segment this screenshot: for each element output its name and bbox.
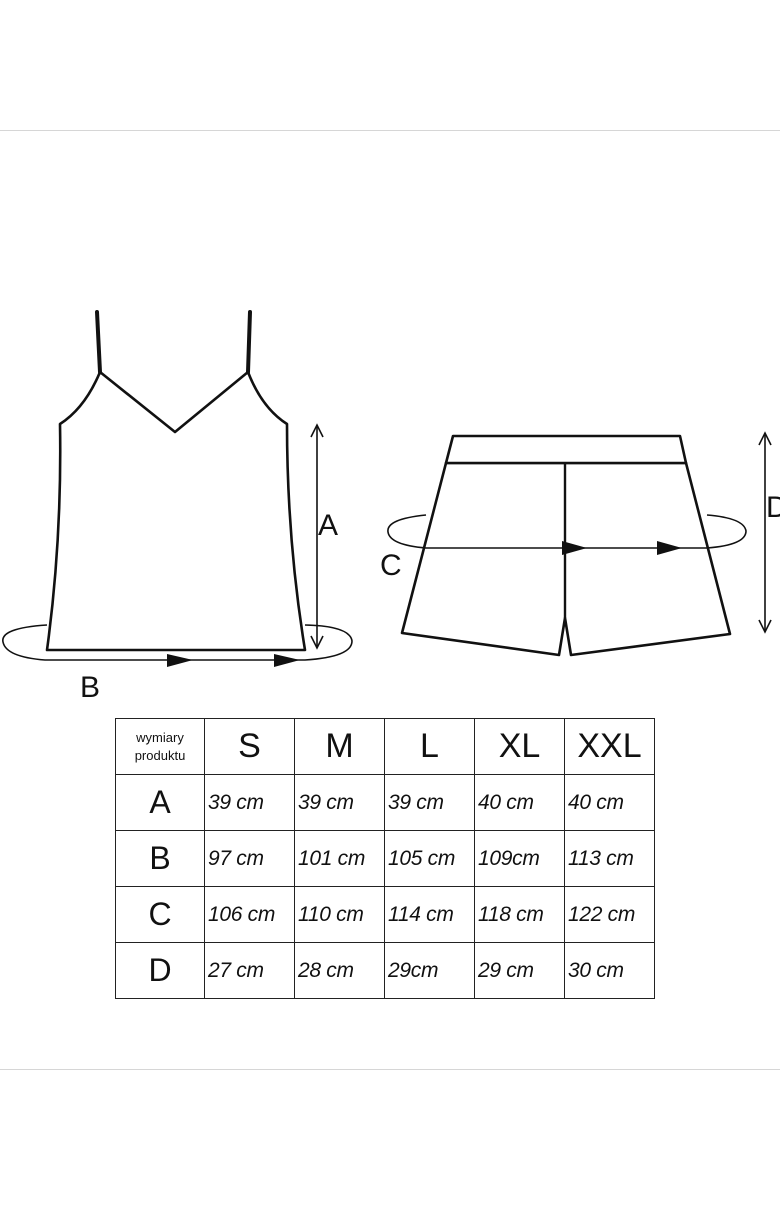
- table-header-row: wymiary produktu S M L XL XXL: [115, 718, 655, 775]
- shorts: [400, 434, 732, 657]
- label-c: C: [380, 549, 402, 582]
- b-arrow-head-1: [167, 654, 193, 667]
- value-cell: 97 cm: [204, 830, 295, 887]
- value-cell: 40 cm: [564, 774, 655, 831]
- size-header-s: S: [204, 718, 295, 775]
- value-cell: 110 cm: [294, 886, 385, 943]
- value-cell: 109cm: [474, 830, 565, 887]
- size-header-m: M: [294, 718, 385, 775]
- camisole-body-outline: [45, 370, 307, 652]
- table-row: A 39 cm 39 cm 39 cm 40 cm 40 cm: [115, 774, 655, 831]
- row-label-c: C: [115, 886, 205, 943]
- size-header-xl: XL: [474, 718, 565, 775]
- value-cell: 40 cm: [474, 774, 565, 831]
- label-d: D: [766, 491, 780, 524]
- value-cell: 106 cm: [204, 886, 295, 943]
- value-cell: 30 cm: [564, 942, 655, 999]
- size-header-xxl: XXL: [564, 718, 655, 775]
- value-cell: 101 cm: [294, 830, 385, 887]
- table-row: C 106 cm 110 cm 114 cm 118 cm 122 cm: [115, 886, 655, 943]
- table-corner-cell: wymiary produktu: [115, 718, 205, 775]
- shorts-waistband: [444, 434, 688, 465]
- value-cell: 114 cm: [384, 886, 475, 943]
- a-measurement-arrow: [310, 423, 324, 650]
- table-row: D 27 cm 28 cm 29cm 29 cm 30 cm: [115, 942, 655, 999]
- value-cell: 27 cm: [204, 942, 295, 999]
- corner-line-2: produktu: [134, 747, 186, 763]
- value-cell: 28 cm: [294, 942, 385, 999]
- camisole-left-strap: [95, 310, 102, 374]
- value-cell: 39 cm: [294, 774, 385, 831]
- b-arrow-head-2: [274, 654, 300, 667]
- value-cell: 118 cm: [474, 886, 565, 943]
- camisole-right-strap: [246, 310, 252, 374]
- row-label-b: B: [115, 830, 205, 887]
- camisole-top: [45, 310, 307, 652]
- c-arrow-head-1: [562, 541, 587, 555]
- d-measurement-arrow: [758, 431, 772, 634]
- b-measurement-band: [2, 624, 353, 667]
- corner-line-1: wymiary: [136, 729, 184, 745]
- top-divider: [0, 130, 780, 131]
- c-measurement-band: [387, 514, 747, 555]
- bottom-divider: [0, 1069, 780, 1070]
- label-a: A: [318, 509, 338, 542]
- value-cell: 39 cm: [204, 774, 295, 831]
- value-cell: 113 cm: [564, 830, 655, 887]
- size-header-l: L: [384, 718, 475, 775]
- row-label-d: D: [115, 942, 205, 999]
- value-cell: 29cm: [384, 942, 475, 999]
- size-table: wymiary produktu S M L XL XXL A 39 cm 39…: [115, 718, 655, 999]
- value-cell: 29 cm: [474, 942, 565, 999]
- table-row: B 97 cm 101 cm 105 cm 109cm 113 cm: [115, 830, 655, 887]
- row-label-a: A: [115, 774, 205, 831]
- value-cell: 105 cm: [384, 830, 475, 887]
- label-b: B: [80, 671, 100, 704]
- value-cell: 122 cm: [564, 886, 655, 943]
- value-cell: 39 cm: [384, 774, 475, 831]
- c-arrow-head-2: [657, 541, 682, 555]
